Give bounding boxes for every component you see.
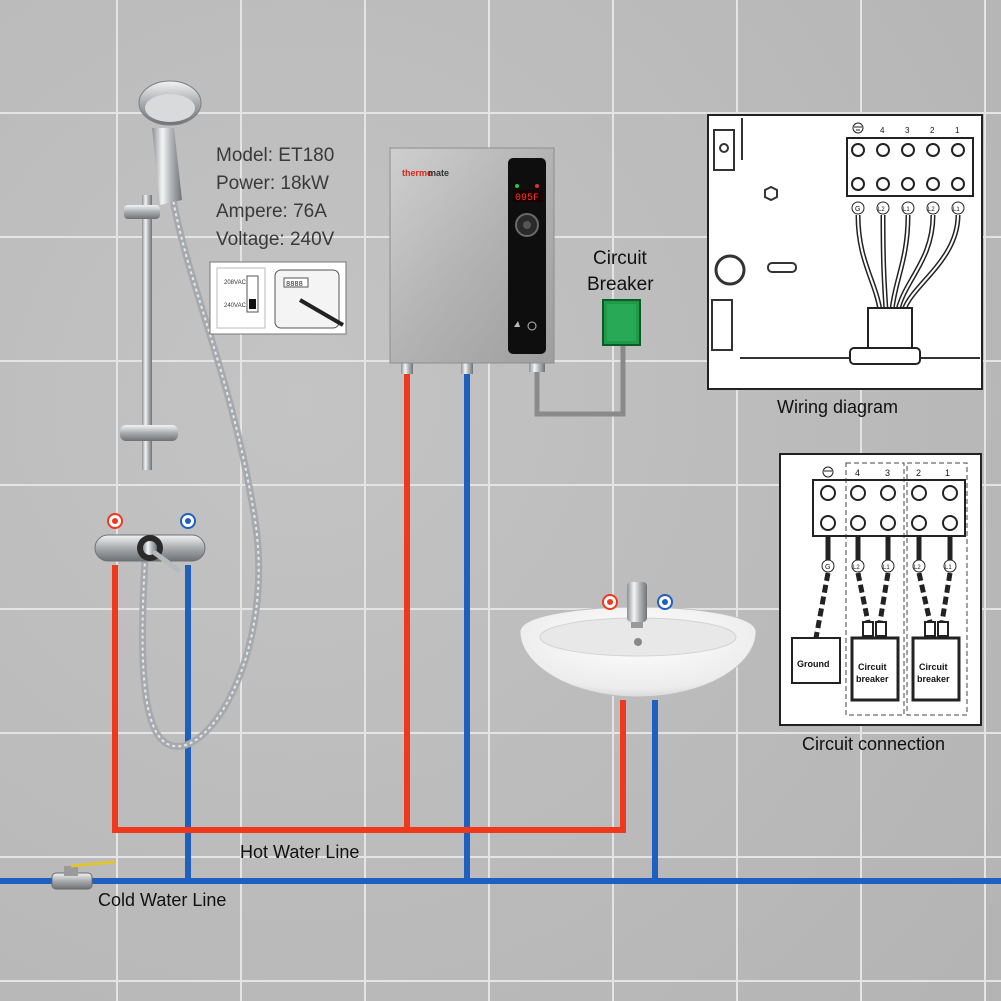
circuit-ground-icon [822,466,834,478]
wiring-label-l1b: L1 [953,207,960,213]
wiring-label-g: G [855,206,860,213]
circuit-label-g: G [825,564,830,571]
shower-hot-indicator [107,513,123,529]
circuit-breaker-box[interactable] [602,299,641,346]
shower-handset [152,128,182,205]
circuit-label-l1a: L1 [883,565,890,571]
wiring-label-l1a: L1 [903,207,910,213]
voltage-display: 8888 [286,281,303,289]
heater-temp-display: 095F [515,193,539,204]
circuit-connection-caption: Circuit connection [802,734,946,754]
wiring-diagram-panel: 4 3 2 1 G L2 L1 L2 L1 [707,114,983,390]
wiring-screws [851,143,965,191]
breaker-box-a [850,636,900,702]
breaker-b-line2: breaker [917,674,950,684]
breaker-a-line2: breaker [856,674,889,684]
wiring-terminal-3: 3 [905,126,910,135]
voltage-208-label: 208VAC [224,280,247,286]
ground-box [791,637,841,684]
sink [519,582,757,698]
circuit-dashed-wires [813,572,953,639]
wiring-terminal-1: 1 [955,126,960,135]
circuit-screws [820,485,958,531]
status-led-left [515,184,519,188]
wiring-terminal-2: 2 [930,126,935,135]
circuit-breaker-label-line1: Circuit [593,248,647,269]
circuit-label-l2a: L2 [853,565,860,571]
spec-ampere: Ampere: 76A [216,201,327,222]
circuit-breaker-label-line2: Breaker [587,274,654,295]
hot-outlet-fitting [401,362,413,374]
voltage-switch-inset: 208VAC 240VAC 8888 [209,261,347,335]
brand-thermo: thermo [402,168,433,178]
breaker-b-line1: Circuit [919,662,948,672]
wiring-diagram-caption: Wiring diagram [777,397,899,417]
touch-icon [514,321,520,327]
spec-voltage: Voltage: 240V [216,229,335,250]
wiring-label-l2a: L2 [878,207,885,213]
spec-power: Power: 18kW [216,173,329,194]
circuit-terminal-2: 2 [916,468,921,478]
breaker-box-b [911,636,961,702]
circuit-label-l1b: L1 [945,565,952,571]
hot-shower-line [112,565,626,833]
heater-control-panel [508,158,546,354]
spec-model: Model: ET180 [216,145,335,166]
ground-box-label: Ground [797,659,830,669]
cold-water-line-label: Cold Water Line [98,890,227,910]
sink-faucet[interactable] [627,582,647,622]
circuit-connection-panel: 4 3 2 1 G L2 L1 L2 L1 Ground [779,453,982,726]
wiring-terminal-4: 4 [880,126,885,135]
shower-assembly [94,80,263,750]
shower-cold-indicator [180,513,196,529]
electrical-conduit [534,345,626,417]
power-icon [527,321,537,331]
wiring-label-l2b: L2 [928,207,935,213]
voltage-240-label: 240VAC [224,303,247,309]
shutoff-valve[interactable] [51,860,116,890]
shower-rail [142,195,152,470]
sink-cold-indicator [657,594,673,610]
water-heater: thermo mate 095F [389,147,555,364]
breaker-a-line1: Circuit [858,662,887,672]
circuit-terminal-1: 1 [945,468,950,478]
conduit-fitting [529,362,545,372]
ground-symbol-icon [852,122,864,134]
shower-mixer-valve[interactable] [94,534,206,573]
circuit-terminal-3: 3 [885,468,890,478]
circuit-terminal-4: 4 [855,468,860,478]
hot-water-line-label: Hot Water Line [240,842,360,862]
circuit-label-l2b: L2 [914,565,921,571]
voltage-switch-slider[interactable] [249,299,256,309]
hot-water-pipes [112,368,626,833]
cold-inlet-fitting [461,362,473,374]
sink-hot-indicator [602,594,618,610]
brand-mate: mate [428,168,449,178]
screwdriver-icon [298,298,345,327]
status-led-right [535,184,539,188]
